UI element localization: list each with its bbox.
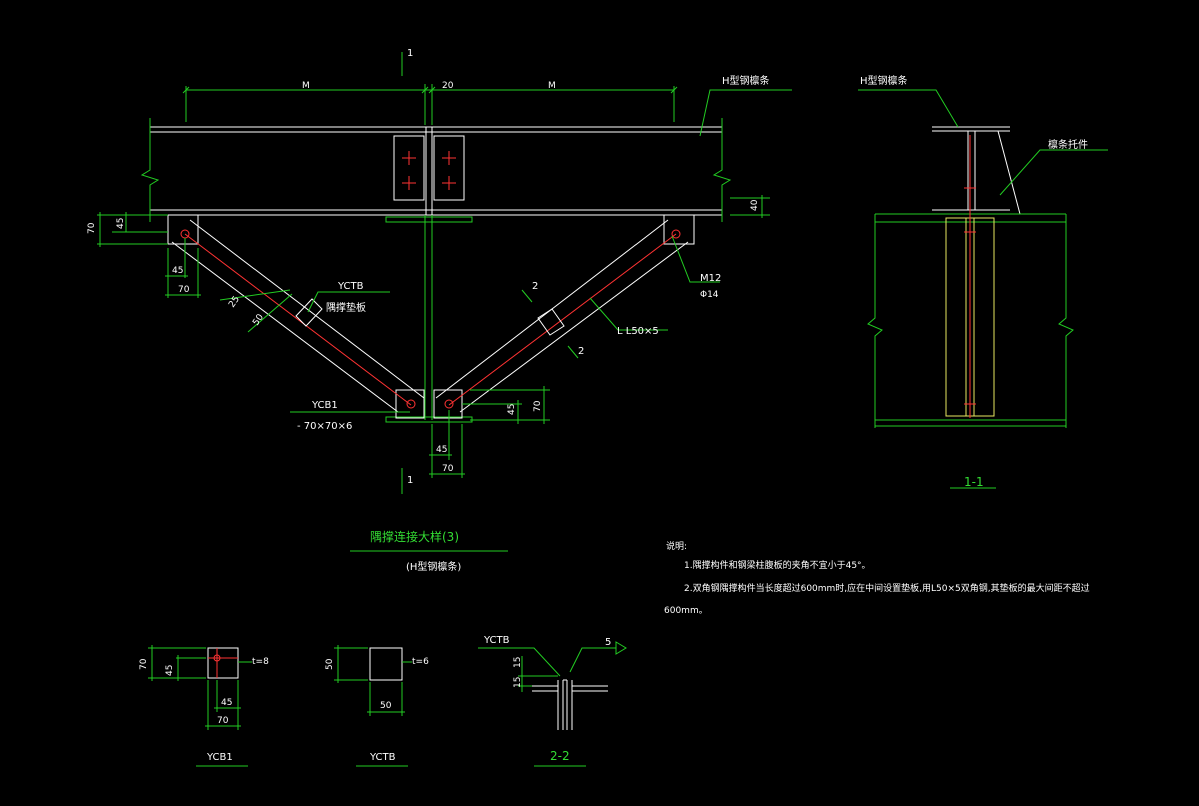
ycb1-dim-bot-70: 70: [217, 716, 229, 726]
section-title: 1-1: [964, 475, 984, 489]
section-view: [858, 89, 1108, 489]
dim-m-right: M: [548, 81, 556, 91]
main-view: [97, 52, 792, 552]
yctb-thickness: t=6: [412, 657, 429, 667]
d22-dim-15: 15: [513, 657, 523, 668]
dim-bl-70: 70: [178, 285, 190, 295]
section-2-top: 2: [532, 281, 538, 292]
dim-gap: 20: [442, 81, 454, 91]
dim-br-45: 45: [507, 404, 517, 415]
dim-bl-45: 45: [172, 266, 183, 276]
ycb1-thickness: t=8: [252, 657, 269, 667]
main-title: 隅撑连接大样(3): [370, 529, 459, 544]
detail-yctb: [334, 645, 412, 767]
d22-label-yctb: YCTB: [483, 635, 510, 646]
ycb1-dim-bot-45: 45: [221, 698, 232, 708]
dim-bot-45: 45: [436, 445, 447, 455]
notes-heading: 说明:: [666, 540, 687, 552]
label-bolt: M12: [700, 273, 721, 284]
label-yctb: YCTB: [337, 281, 364, 292]
dim-left-70: 70: [87, 222, 97, 234]
yctb-dim-50: 50: [325, 658, 335, 670]
label-h-purlin: H型钢檩条: [722, 74, 770, 87]
section-mark-bottom: 1: [407, 475, 413, 486]
d22-weld-size: 5: [605, 637, 611, 648]
yctb-dim-bot-50: 50: [380, 701, 392, 711]
detail-ycb1: [148, 645, 252, 767]
dim-m-left: M: [302, 81, 310, 91]
ycb1-caption: YCB1: [206, 752, 233, 763]
section-mark-top: 1: [407, 48, 413, 59]
ycb1-dim-45: 45: [165, 665, 175, 676]
notes-line-1: 1.隅撑构件和钢梁柱腹板的夹角不宜小于45°。: [684, 559, 871, 571]
label-hole: Φ14: [700, 290, 719, 300]
label-brace-plate: 隅撑垫板: [326, 301, 366, 314]
ycb1-dim-70: 70: [139, 658, 149, 670]
d22-dim-15b: 15: [513, 677, 523, 688]
label-plate-size: - 70×70×6: [297, 421, 352, 432]
yctb-caption: YCTB: [369, 752, 396, 763]
main-subtitle: (H型钢檩条): [406, 560, 461, 573]
section-label-h-purlin: H型钢檩条: [860, 74, 908, 87]
section-2-bottom: 2: [578, 346, 584, 357]
section-label-support: 檩条托件: [1048, 138, 1088, 151]
d22-caption: 2-2: [550, 749, 570, 763]
dim-bot-70: 70: [442, 464, 454, 474]
notes-line-2: 2.双角钢隅撑构件当长度超过600mm时,应在中间设置垫板,用L50×5双角钢,…: [684, 582, 1090, 594]
notes-line-3: 600mm。: [664, 606, 708, 616]
label-angle: L L50×5: [617, 326, 659, 337]
label-ycb1: YCB1: [311, 400, 338, 411]
dim-left-45: 45: [116, 218, 126, 229]
dim-right-40: 40: [750, 199, 760, 211]
detail-22: [478, 641, 627, 767]
dim-br-70: 70: [533, 400, 543, 412]
